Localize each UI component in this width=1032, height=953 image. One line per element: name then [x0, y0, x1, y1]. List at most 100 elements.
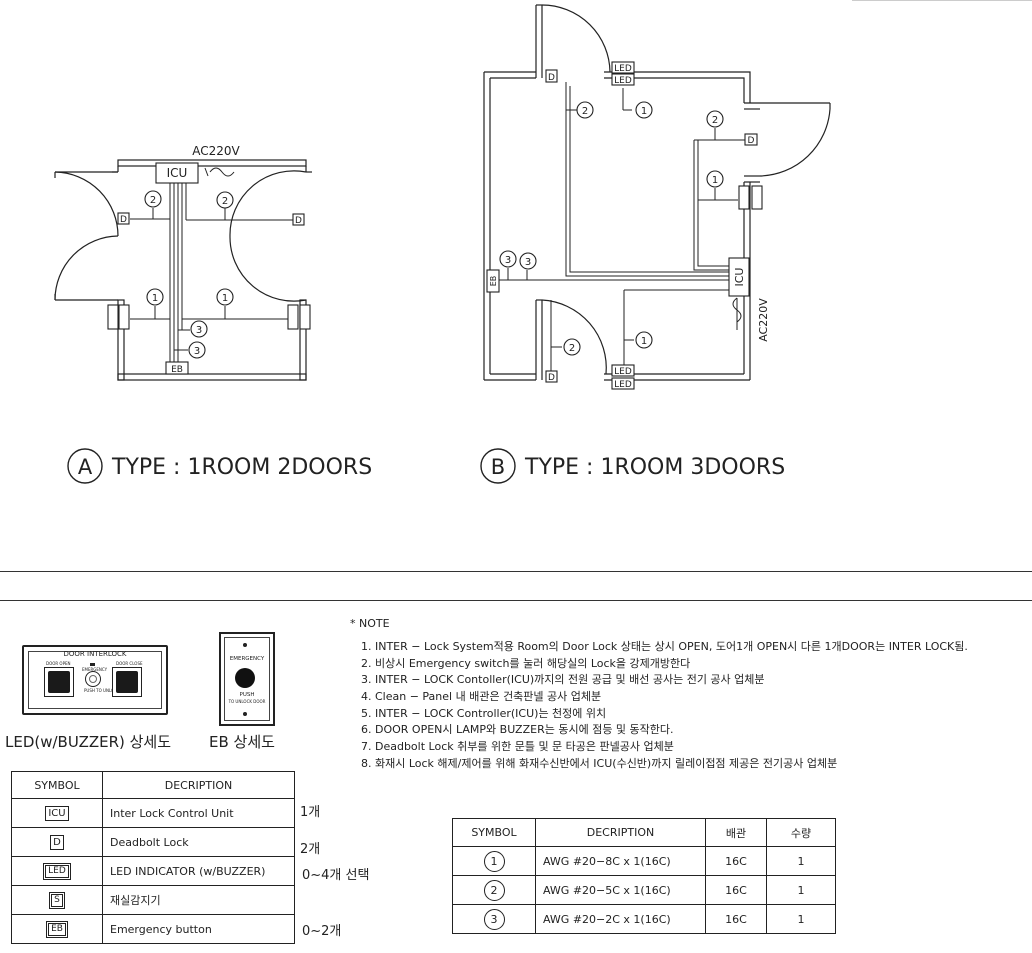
table-header: DECRIPTION — [102, 771, 295, 799]
table-cell: 16C — [705, 875, 767, 905]
table-cell: Emergency button — [102, 914, 295, 944]
type-a-title: TYPE : 1ROOM 2DOORS — [111, 455, 372, 480]
marker-a-2-right — [216, 191, 234, 209]
room-a-right-door — [229, 170, 307, 302]
marker-a-3-lower-text: 3 — [194, 346, 200, 357]
table-header-row: SYMBOL DECRIPTION 배관 수량 — [452, 818, 836, 847]
corner-line — [852, 0, 1032, 1]
table-header: SYMBOL — [11, 771, 103, 799]
eb-box-b — [486, 269, 500, 293]
type-b-circle — [480, 448, 516, 484]
deadbolt-a-right — [292, 213, 305, 226]
led-a-right-1 — [287, 304, 299, 330]
table-row: 2 AWG #20−5C x 1(16C) 16C 1 — [452, 875, 836, 905]
eb-push-button-illustration — [235, 668, 255, 688]
type-a-letter: A — [78, 455, 93, 479]
divider-top — [0, 571, 1032, 572]
deadbolt-b-bottom — [545, 370, 558, 383]
note-item: 4. Clean − Panel 내 배관은 건축판넬 공사 업체분 — [361, 690, 602, 704]
room-b-walls — [483, 71, 830, 381]
marker-b-2-bottom-text: 2 — [569, 343, 575, 354]
led-b-top-1-label: LED — [614, 64, 632, 74]
led-b-top-2-label: LED — [614, 76, 632, 86]
led-panel-left-label: DOOR OPEN — [46, 661, 71, 666]
table-row: 3 AWG #20−2C x 1(16C) 16C 1 — [452, 904, 836, 934]
door-open-button-illustration — [44, 667, 74, 697]
led-b-bottom-1-label: LED — [614, 367, 632, 377]
marker-b-1-right-text: 1 — [712, 175, 718, 186]
marker-b-1-bottom-text: 1 — [641, 336, 647, 347]
led-b-right-1 — [738, 185, 750, 210]
icu-symbol: ICU — [45, 805, 69, 821]
deadbolt-b-right — [744, 133, 758, 146]
marker-a-2-left — [144, 190, 162, 208]
led-a-left-1 — [107, 304, 119, 330]
eb-panel-push-sub: TO UNLOCK DOOR — [228, 699, 266, 704]
deadbolt-a-left — [117, 212, 130, 225]
table-header-row: SYMBOL DECRIPTION — [11, 771, 295, 799]
table-row: EB Emergency button — [11, 914, 295, 944]
table-row: ICU Inter Lock Control Unit — [11, 798, 295, 828]
table-cell: AWG #20−5C x 1(16C) — [535, 875, 706, 905]
table-row: 1 AWG #20−8C x 1(16C) 16C 1 — [452, 846, 836, 876]
marker-a-1-left-text: 1 — [152, 293, 158, 304]
deadbolt-b-top-label: D — [548, 73, 555, 83]
note-item: 8. 화재시 Lock 해제/제어를 위해 화재수신반에서 ICU(수신반)까지… — [361, 756, 838, 770]
note-list: 1. INTER − Lock System적용 Room의 Door Lock… — [361, 639, 968, 773]
marker-a-1-left — [146, 288, 164, 306]
qty-note-icu: 1개 — [300, 805, 321, 820]
table-cell: 재실감지기 — [102, 885, 295, 915]
note-item: 1. INTER − Lock System적용 Room의 Door Lock… — [361, 640, 968, 653]
table-header: 배관 — [705, 818, 767, 847]
table-cell: LED INDICATOR (w/BUZZER) — [102, 856, 295, 886]
marker-b-3-b-text: 3 — [525, 257, 531, 268]
room-b-wiring — [496, 82, 746, 372]
led-panel-right-label: DOOR CLOSE — [116, 661, 143, 666]
led-panel-title: DOOR INTERLOCK — [63, 650, 127, 658]
led-panel-mid-sub: PUSH TO UNLOCK — [84, 688, 120, 693]
note-item: 2. 비상시 Emergency switch를 눌러 해당실의 Lock을 강… — [361, 656, 691, 670]
marker-a-1-right — [216, 288, 234, 306]
eb-label-a: EB — [171, 365, 183, 375]
led-b-bottom-2-label: LED — [614, 380, 632, 390]
deadbolt-b-right-label: D — [748, 136, 755, 146]
interlock-diagram: ICU AC220V D D EB 2 2 1 1 3 3 D D D LED — [54, 4, 831, 484]
table-header: SYMBOL — [452, 818, 536, 847]
room-a-wiring — [130, 167, 293, 368]
eb-panel-illustration: EMERGENCY PUSH TO UNLOCK DOOR — [219, 632, 275, 726]
marker-b-2-top-text: 2 — [582, 106, 588, 117]
table-header: 수량 — [766, 818, 836, 847]
qty-note-led: 0~4개 선택 — [302, 868, 370, 883]
eb-label-b: EB — [489, 276, 498, 287]
marker-b-2-right — [706, 110, 724, 128]
marker-a-1-right-text: 1 — [222, 293, 228, 304]
led-panel-caption: LED(w/BUZZER) 상세도 — [5, 733, 172, 751]
door-close-button-illustration — [112, 667, 142, 697]
table-cell: AWG #20−8C x 1(16C) — [535, 846, 706, 876]
symbol-table: SYMBOL DECRIPTION ICU Inter Lock Control… — [11, 771, 295, 944]
table-cell: 16C — [705, 904, 767, 934]
table-row: LED LED INDICATOR (w/BUZZER) — [11, 856, 295, 886]
qty-note-eb: 0~2개 — [302, 924, 342, 939]
led-b-top-2 — [611, 73, 635, 86]
led-symbol: LED — [43, 862, 71, 880]
cable-marker: 1 — [483, 850, 505, 872]
table-cell: 16C — [705, 846, 767, 876]
table-cell: 1 — [766, 904, 836, 934]
led-b-right-2 — [751, 185, 763, 210]
icu-box-a — [155, 162, 199, 184]
ac-label-b: AC220V — [757, 298, 770, 342]
marker-b-1-top — [635, 101, 653, 119]
note-item: 6. DOOR OPEN시 LAMP와 BUZZER는 동시에 점등 및 동작한… — [361, 723, 674, 737]
note-item: 5. INTER − LOCK Controller(ICU)는 천정에 위치 — [361, 706, 607, 720]
led-panel-mid-label: EMERGENCY — [82, 667, 108, 672]
marker-b-1-top-text: 1 — [641, 106, 647, 117]
marker-a-3-upper — [190, 320, 208, 338]
sensor-symbol: S — [49, 891, 65, 909]
cable-marker: 2 — [483, 879, 505, 901]
emergency-knob-illustration — [85, 671, 101, 687]
divider-bottom — [0, 600, 1032, 601]
note-item: 7. Deadbolt Lock 취부를 위한 문틀 및 문 타공은 판넬공사 … — [361, 740, 674, 754]
note-title: * NOTE — [350, 617, 390, 630]
ac-label-a: AC220V — [192, 144, 240, 158]
